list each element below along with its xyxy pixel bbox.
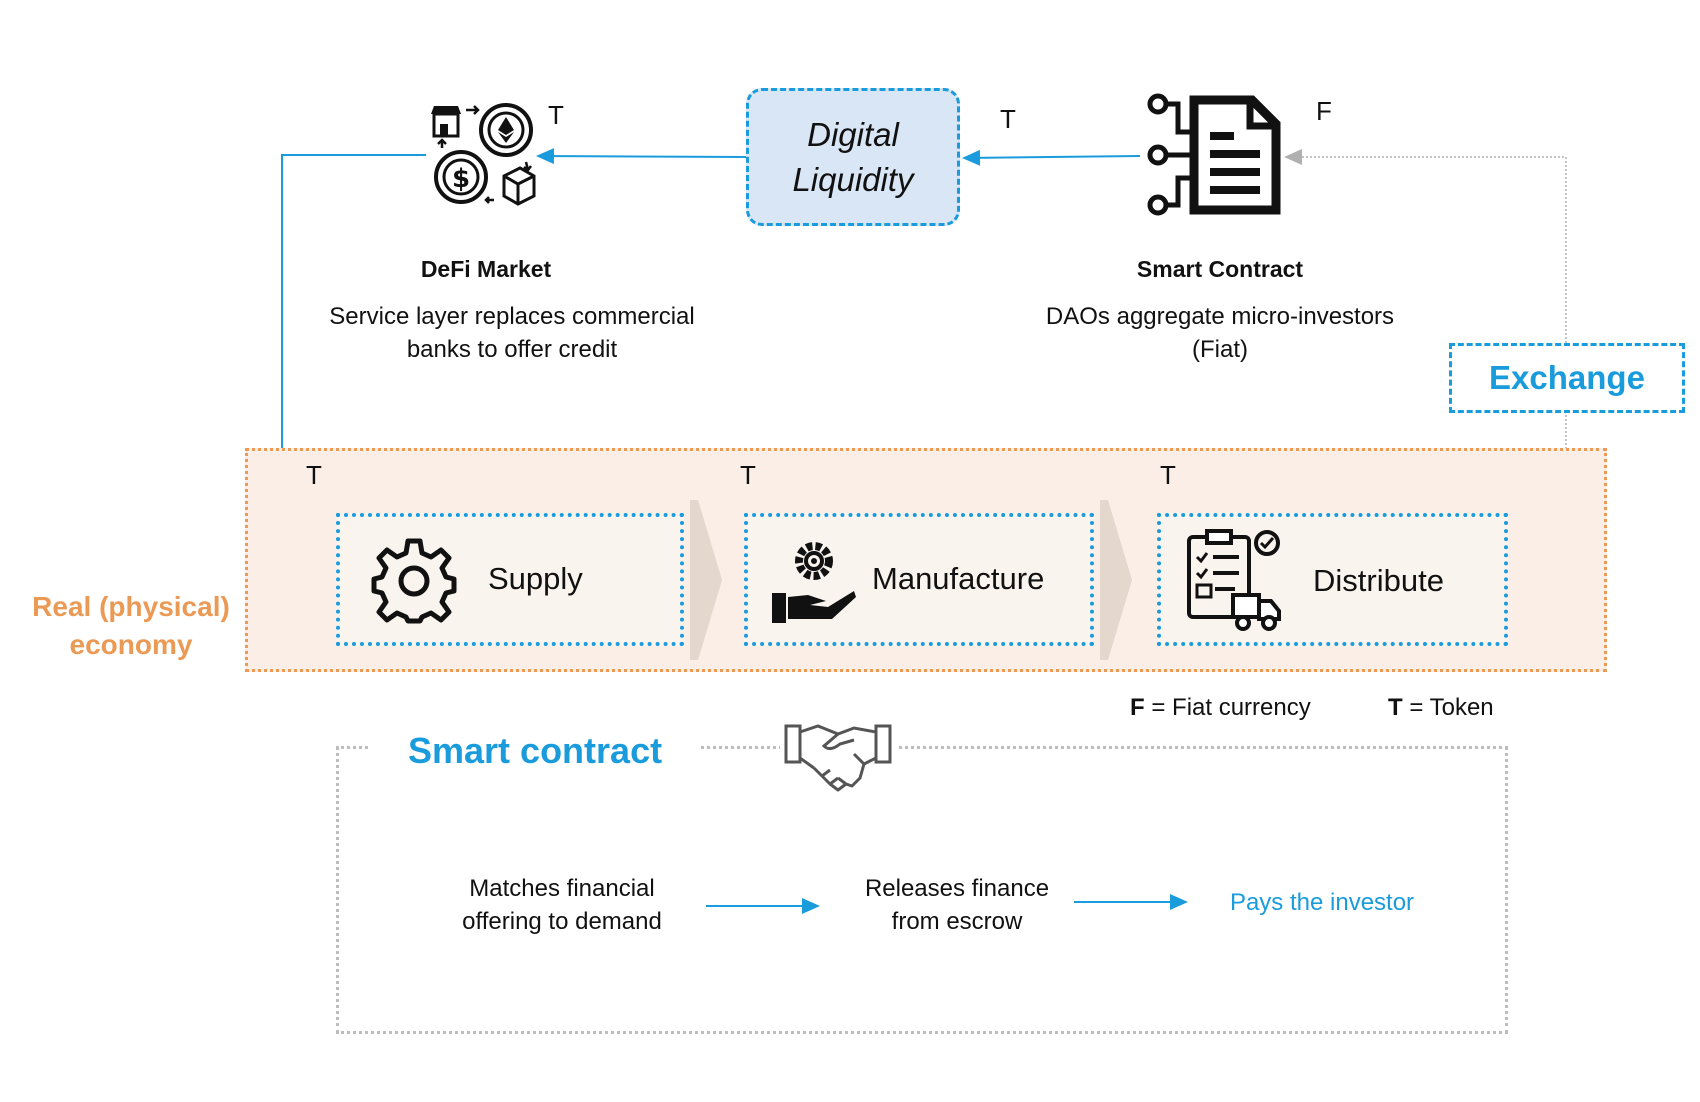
hand-gear-icon [772, 542, 856, 623]
stage-chevron-2 [1100, 500, 1132, 660]
smart-contract-panel-title-bg [370, 730, 700, 770]
arrow-liquidity-to-defi [536, 148, 747, 165]
smart-contract-description-line1: DAOs aggregate micro-investors [1045, 303, 1395, 330]
step1-line1: Matches financial [469, 875, 655, 902]
legend-token-text: = Token [1409, 694, 1494, 721]
legend-fiat-key: F [1130, 694, 1145, 721]
legend-token: T = Token [1388, 694, 1494, 722]
supply-stage: Supply [336, 513, 684, 646]
svg-text:$: $ [452, 164, 470, 194]
liquidity-line2: Liquidity [792, 161, 914, 198]
defi-description: Service layer replaces commercial banks … [292, 300, 732, 366]
smart-contract-title: Smart Contract [1136, 256, 1304, 282]
step-pays-investor: Pays the investor [1229, 889, 1415, 916]
smart-contract-panel-title: Smart contract [408, 730, 663, 771]
step-releases-escrow: Releases finance from escrow [832, 872, 1082, 938]
arrow-exchange-to-contract [1284, 149, 1567, 343]
legend-fiat: F = Fiat currency [1130, 694, 1311, 721]
step-matches-demand: Matches financial offering to demand [432, 872, 692, 938]
stage-chevron-1 [690, 500, 722, 660]
handshake-icon [784, 724, 892, 792]
legend: F = Fiat currency [1130, 694, 1311, 722]
clipboard-truck-icon [1187, 529, 1281, 631]
defi-exchange-icon: $ [431, 103, 536, 206]
step1-line2: offering to demand [462, 908, 662, 935]
real-economy-line1: Real (physical) [32, 591, 230, 622]
step2-line2: from escrow [891, 908, 1023, 935]
digital-liquidity-box: Digital Liquidity [746, 88, 960, 226]
defi-token-marker: T [548, 100, 564, 130]
defi-description-line1: Service layer replaces commercial [329, 303, 695, 330]
smart-contract-fiat-marker: F [1316, 96, 1332, 126]
step2-line1: Releases finance [864, 875, 1050, 902]
real-economy-line2: economy [69, 629, 193, 660]
defi-description-line2: banks to offer credit [406, 336, 618, 363]
manufacture-stage: Manufacture [744, 513, 1094, 646]
distribute-token-marker: T [1160, 460, 1176, 490]
smart-contract-document-icon [1147, 93, 1281, 216]
liquidity-line1: Digital [807, 116, 899, 153]
real-economy-label: Real (physical) economy [20, 588, 242, 664]
manufacture-token-marker: T [740, 460, 756, 490]
legend-token-key: T [1388, 694, 1403, 721]
step-arrow-1 [706, 898, 820, 914]
exchange-box: Exchange [1449, 343, 1685, 413]
gear-icon [371, 538, 457, 624]
liquidity-token-marker: T [1000, 104, 1016, 134]
distribute-stage: Distribute [1157, 513, 1508, 646]
legend-fiat-text: = Fiat currency [1151, 694, 1311, 721]
supply-token-marker: T [306, 460, 322, 490]
manufacture-label: Manufacture [872, 561, 1045, 596]
smart-contract-description: DAOs aggregate micro-investors (Fiat) [1010, 300, 1430, 366]
defi-title: DeFi Market [420, 256, 552, 282]
supply-label: Supply [488, 561, 583, 596]
distribute-label: Distribute [1313, 563, 1444, 598]
step-arrow-2 [1074, 894, 1188, 910]
arrow-contract-to-liquidity [962, 149, 1141, 166]
smart-contract-panel [336, 746, 1508, 1034]
exchange-label: Exchange [1489, 359, 1645, 396]
smart-contract-description-line2: (Fiat) [1192, 336, 1248, 363]
